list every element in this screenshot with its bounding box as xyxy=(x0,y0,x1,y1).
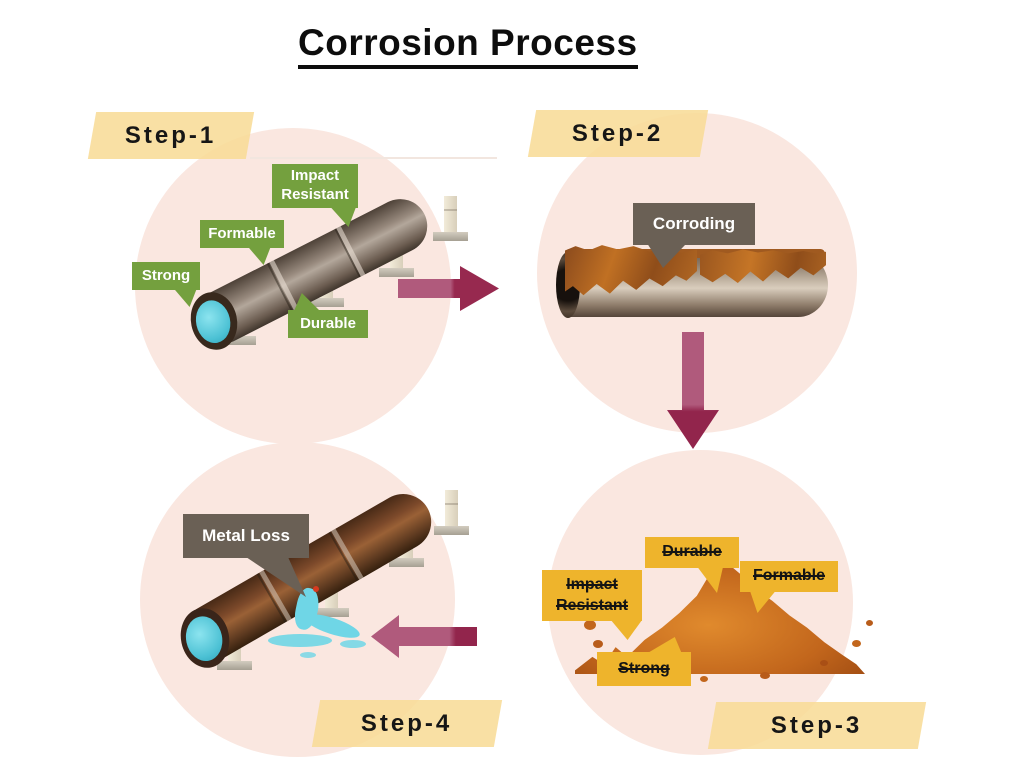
step-4-label: Step-4 xyxy=(361,709,453,737)
water-droplet xyxy=(340,640,366,648)
step-1-banner: Step-1 xyxy=(87,112,255,159)
page-title: Corrosion Process xyxy=(298,22,638,69)
callout-impact-resistant-lost: Impact Resistant xyxy=(542,570,642,621)
water-in-pipe xyxy=(181,612,227,665)
pipe-joint xyxy=(266,262,294,312)
callout-durable: Durable xyxy=(288,310,368,338)
bubble-corroding: Corroding xyxy=(633,203,755,245)
callout-formable: Formable xyxy=(200,220,284,248)
step-2-banner: Step-2 xyxy=(527,110,709,157)
water-puddle xyxy=(268,634,332,647)
callout-impact-resistant: Impact Resistant xyxy=(272,164,358,208)
rust-speck xyxy=(820,660,828,666)
leak-point xyxy=(313,586,319,592)
pipe-joint xyxy=(334,228,361,278)
callout-formable-lost: Formable xyxy=(740,561,838,592)
rust-speck xyxy=(593,640,603,648)
rust-speck xyxy=(700,676,708,682)
rust-speck xyxy=(866,620,873,626)
callout-strong-lost: Strong xyxy=(597,652,691,686)
step-3-banner: Step-3 xyxy=(707,702,927,749)
rust-speck xyxy=(760,672,770,679)
pipe-support xyxy=(434,490,469,535)
water-in-pipe xyxy=(192,297,235,347)
bubble-metal-loss: Metal Loss xyxy=(183,514,309,558)
pipe-support xyxy=(433,196,468,241)
pipe-joint xyxy=(330,528,364,580)
water-droplet xyxy=(300,652,316,658)
step-2-label: Step-2 xyxy=(572,119,664,147)
pipe-joint xyxy=(328,531,359,582)
rust-speck xyxy=(584,620,596,630)
step-3-label: Step-3 xyxy=(771,711,863,739)
callout-strong: Strong xyxy=(132,262,200,290)
rust-speck xyxy=(852,640,861,647)
step-4-banner: Step-4 xyxy=(311,700,503,747)
pipe-joint xyxy=(269,260,298,311)
pipe-joint xyxy=(336,226,366,277)
callout-durable-lost: Durable xyxy=(645,537,739,568)
step-1-label: Step-1 xyxy=(125,121,217,149)
step-1-banner-underline xyxy=(250,157,497,159)
